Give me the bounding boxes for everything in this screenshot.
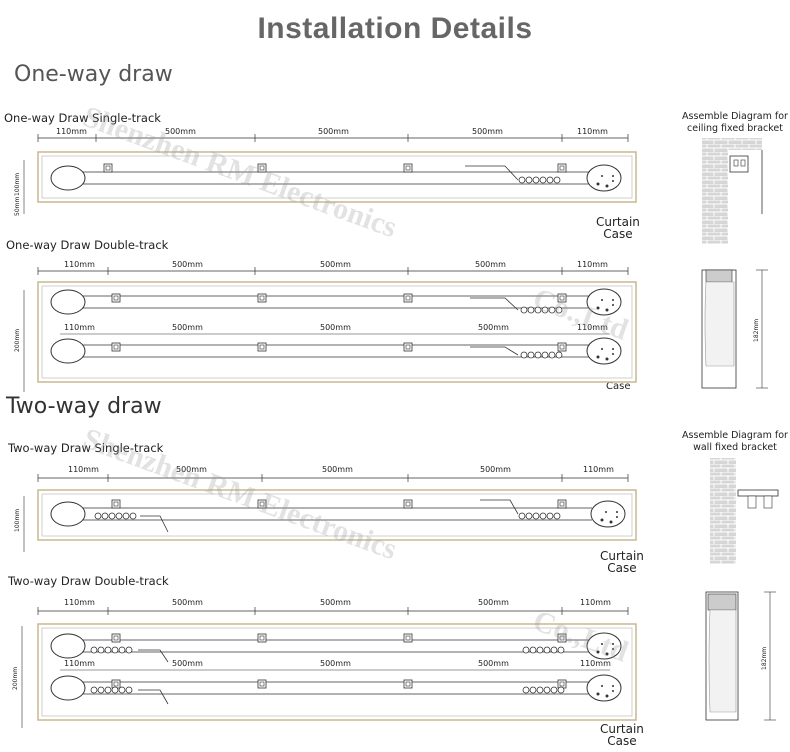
wall-case-profile: 182mm	[705, 591, 776, 721]
svg-text:110mm: 110mm	[64, 323, 95, 332]
tw-double-diagram: 110mm 500mm 500mm 500mm 110mm 110mm 500m…	[12, 598, 637, 728]
svg-text:500mm: 500mm	[172, 598, 203, 607]
svg-text:110mm: 110mm	[580, 598, 611, 607]
dim-182-a: 182mm	[753, 319, 760, 342]
svg-text:110mm: 110mm	[64, 260, 95, 269]
svg-text:110mm: 110mm	[577, 260, 608, 269]
svg-text:500mm: 500mm	[320, 260, 351, 269]
dim-500-a: 500mm	[165, 127, 196, 136]
svg-text:110mm: 110mm	[583, 465, 614, 474]
svg-text:110mm: 110mm	[64, 659, 95, 668]
dim-200-tw: 200mm	[12, 667, 19, 690]
dim-182-b: 182mm	[761, 647, 768, 670]
assemble-wall-label: Assemble Diagram for wall fixed bracket	[682, 430, 788, 453]
ow-single-diagram: 110mm 500mm 500mm 500mm 110mm 100mm 50mm	[14, 127, 637, 216]
svg-text:500mm: 500mm	[478, 598, 509, 607]
svg-text:110mm: 110mm	[64, 598, 95, 607]
curtain-case-label-2: Case	[606, 381, 631, 392]
svg-text:500mm: 500mm	[176, 465, 207, 474]
assemble-ceiling-label: Assemble Diagram for ceiling fixed brack…	[682, 111, 788, 134]
svg-text:500mm: 500mm	[478, 659, 509, 668]
svg-text:500mm: 500mm	[475, 260, 506, 269]
svg-text:500mm: 500mm	[172, 323, 203, 332]
svg-text:500mm: 500mm	[478, 323, 509, 332]
svg-text:500mm: 500mm	[320, 323, 351, 332]
ow-double-diagram: 110mm 500mm 500mm 500mm 110mm 110mm 500m…	[14, 260, 637, 392]
svg-text:500mm: 500mm	[320, 659, 351, 668]
ceiling-case-profile: 182mm	[701, 269, 768, 389]
dim-500-b: 500mm	[318, 127, 349, 136]
label-tw-double: Two-way Draw Double-track	[8, 574, 169, 588]
svg-text:500mm: 500mm	[480, 465, 511, 474]
svg-text:500mm: 500mm	[172, 260, 203, 269]
svg-text:500mm: 500mm	[172, 659, 203, 668]
ceiling-bracket-diagram	[702, 138, 763, 244]
svg-text:500mm: 500mm	[322, 465, 353, 474]
dim-500-c: 500mm	[472, 127, 503, 136]
svg-text:110mm: 110mm	[68, 465, 99, 474]
label-tw-single: Two-way Draw Single-track	[8, 441, 164, 455]
svg-text:500mm: 500mm	[320, 598, 351, 607]
svg-text:50mm: 50mm	[14, 197, 21, 216]
label-ow-double: One-way Draw Double-track	[6, 238, 169, 252]
dim-110-b: 110mm	[577, 127, 608, 136]
label-ow-single: One-way Draw Single-track	[4, 111, 161, 125]
wall-bracket-diagram	[710, 458, 779, 564]
dim-110-a: 110mm	[56, 127, 87, 136]
dim-100-tw: 100mm	[14, 509, 21, 532]
page-title: Installation Details	[257, 12, 533, 45]
svg-text:110mm: 110mm	[577, 323, 608, 332]
dim-100-ow: 100mm	[14, 173, 21, 196]
dim-200-ow: 200mm	[14, 329, 21, 352]
section-one-way: One-way draw	[14, 62, 173, 87]
tw-single-diagram: 110mm 500mm 500mm 500mm 110mm 100mm	[14, 465, 637, 552]
section-two-way: Two-way draw	[6, 394, 162, 419]
svg-text:110mm: 110mm	[580, 659, 611, 668]
